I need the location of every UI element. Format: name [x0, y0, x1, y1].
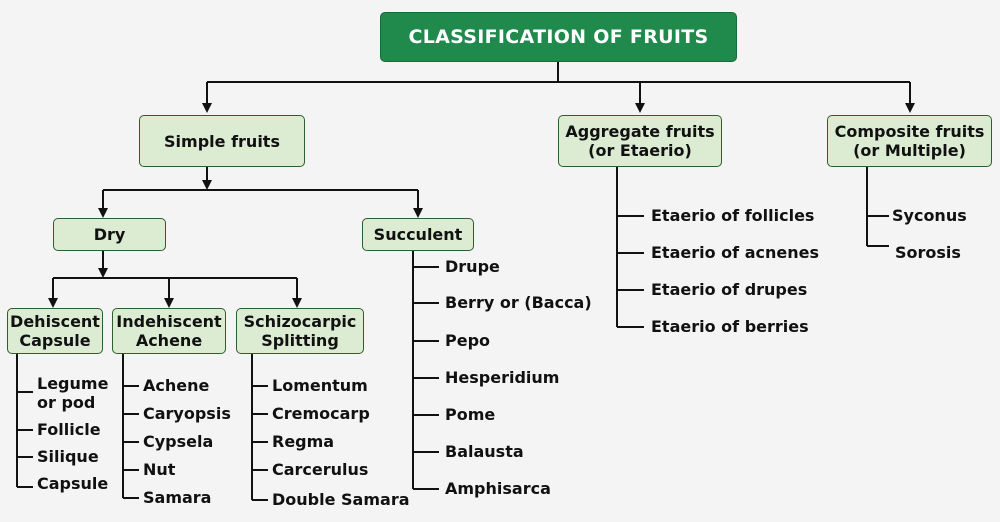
node-label-line1: Aggregate fruits [565, 122, 715, 141]
list-item-silique: Silique [37, 447, 99, 466]
list-item-nut: Nut [143, 460, 176, 479]
node-label-line2: Achene [135, 331, 203, 350]
list-item-follicle: Follicle [37, 420, 101, 439]
list-item-cypsela: Cypsela [143, 432, 214, 451]
list-item-double-samara: Double Samara [272, 490, 410, 509]
node-label: Simple fruits [164, 131, 280, 151]
node-aggregate-fruits: Aggregate fruits (or Etaerio) [558, 115, 722, 167]
list-item-caryopsis: Caryopsis [143, 404, 231, 423]
list-item-syconus: Syconus [892, 206, 967, 225]
list-item-cremocarp: Cremocarp [272, 404, 370, 423]
node-simple-fruits: Simple fruits [139, 115, 305, 167]
list-item-carcerulus: Carcerulus [272, 460, 369, 479]
list-item-pepo: Pepo [445, 331, 491, 350]
node-composite-fruits: Composite fruits (or Multiple) [827, 115, 992, 167]
list-item-etaerio-acnenes: Etaerio of acnenes [651, 243, 819, 262]
list-item-regma: Regma [272, 432, 335, 451]
list-item-hesperidium: Hesperidium [445, 368, 560, 387]
node-dry: Dry [53, 218, 166, 251]
node-indehiscent: Indehiscent Achene [112, 308, 226, 354]
list-item-amphisarca: Amphisarca [445, 479, 551, 498]
list-item-etaerio-drupes: Etaerio of drupes [651, 280, 808, 299]
node-label-line1: Indehiscent [116, 312, 222, 331]
node-label-line1: Schizocarpic [243, 312, 357, 331]
node-label: Succulent [373, 225, 463, 244]
node-succulent: Succulent [362, 218, 474, 251]
list-item-samara: Samara [143, 488, 212, 507]
list-item-lomentum: Lomentum [272, 376, 368, 395]
list-item-etaerio-follicles: Etaerio of follicles [651, 206, 815, 225]
list-item-achene: Achene [143, 376, 210, 395]
list-item-berry: Berry or (Bacca) [445, 293, 592, 312]
node-label-line2: Splitting [261, 331, 339, 350]
node-label-line2: (or Etaerio) [588, 141, 692, 160]
list-item-etaerio-berries: Etaerio of berries [651, 317, 809, 336]
node-label-line1: Dehiscent [10, 312, 100, 331]
node-dehiscent: Dehiscent Capsule [7, 308, 103, 354]
list-item-sorosis: Sorosis [895, 243, 961, 262]
list-item-pome: Pome [445, 405, 496, 424]
list-item-capsule: Capsule [37, 474, 109, 493]
list-item-legume: Legume or pod [37, 374, 109, 412]
list-item-drupe: Drupe [445, 257, 500, 276]
list-item-balausta: Balausta [445, 442, 524, 461]
node-schizocarpic: Schizocarpic Splitting [236, 308, 364, 354]
diagram-title-text: CLASSIFICATION OF FRUITS [408, 25, 709, 48]
diagram-title: CLASSIFICATION OF FRUITS [380, 12, 737, 62]
node-label: Dry [93, 225, 126, 244]
node-label-line2: Capsule [19, 331, 91, 350]
node-label-line2: (or Multiple) [853, 141, 966, 160]
node-label-line1: Composite fruits [834, 122, 985, 141]
